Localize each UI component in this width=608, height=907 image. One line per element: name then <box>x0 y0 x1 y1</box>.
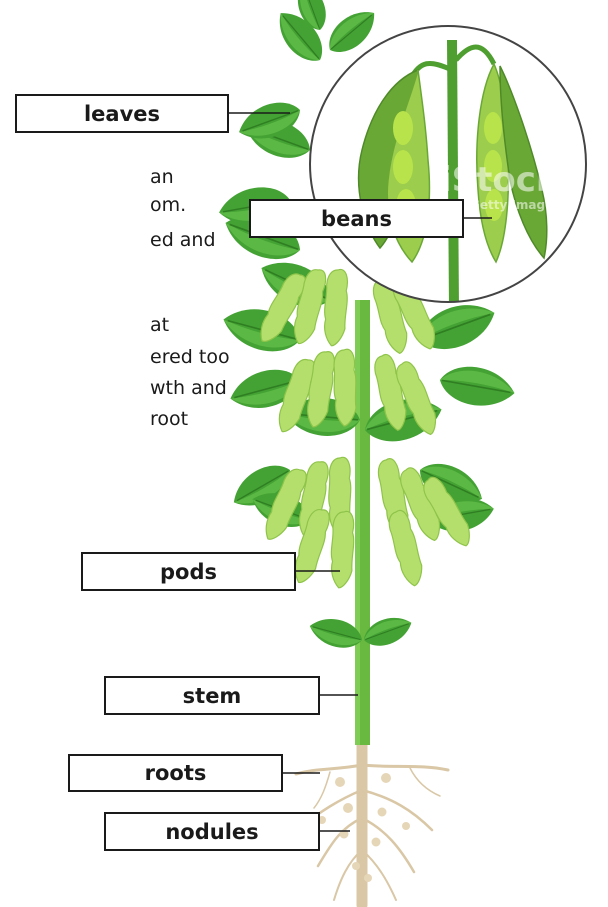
label-stem: stem <box>104 676 320 715</box>
bg-line-3: ed and <box>150 228 240 254</box>
magnified-beans-inset <box>310 26 586 310</box>
label-nodules: nodules <box>104 812 320 851</box>
label-pods: pods <box>81 552 296 591</box>
bg-line-1: an <box>150 165 180 191</box>
bg-line-4: at <box>150 313 170 339</box>
background-paragraph: an om. <box>0 165 140 435</box>
label-beans: beans <box>249 199 464 238</box>
bg-line-6: wth and <box>150 376 245 402</box>
label-roots: roots <box>68 754 283 792</box>
bg-line-7: root <box>150 407 210 433</box>
bg-line-2: om. <box>150 193 190 219</box>
stem-stalk <box>355 300 370 745</box>
label-leaves: leaves <box>15 94 229 133</box>
bg-line-5: ered too <box>150 345 245 371</box>
